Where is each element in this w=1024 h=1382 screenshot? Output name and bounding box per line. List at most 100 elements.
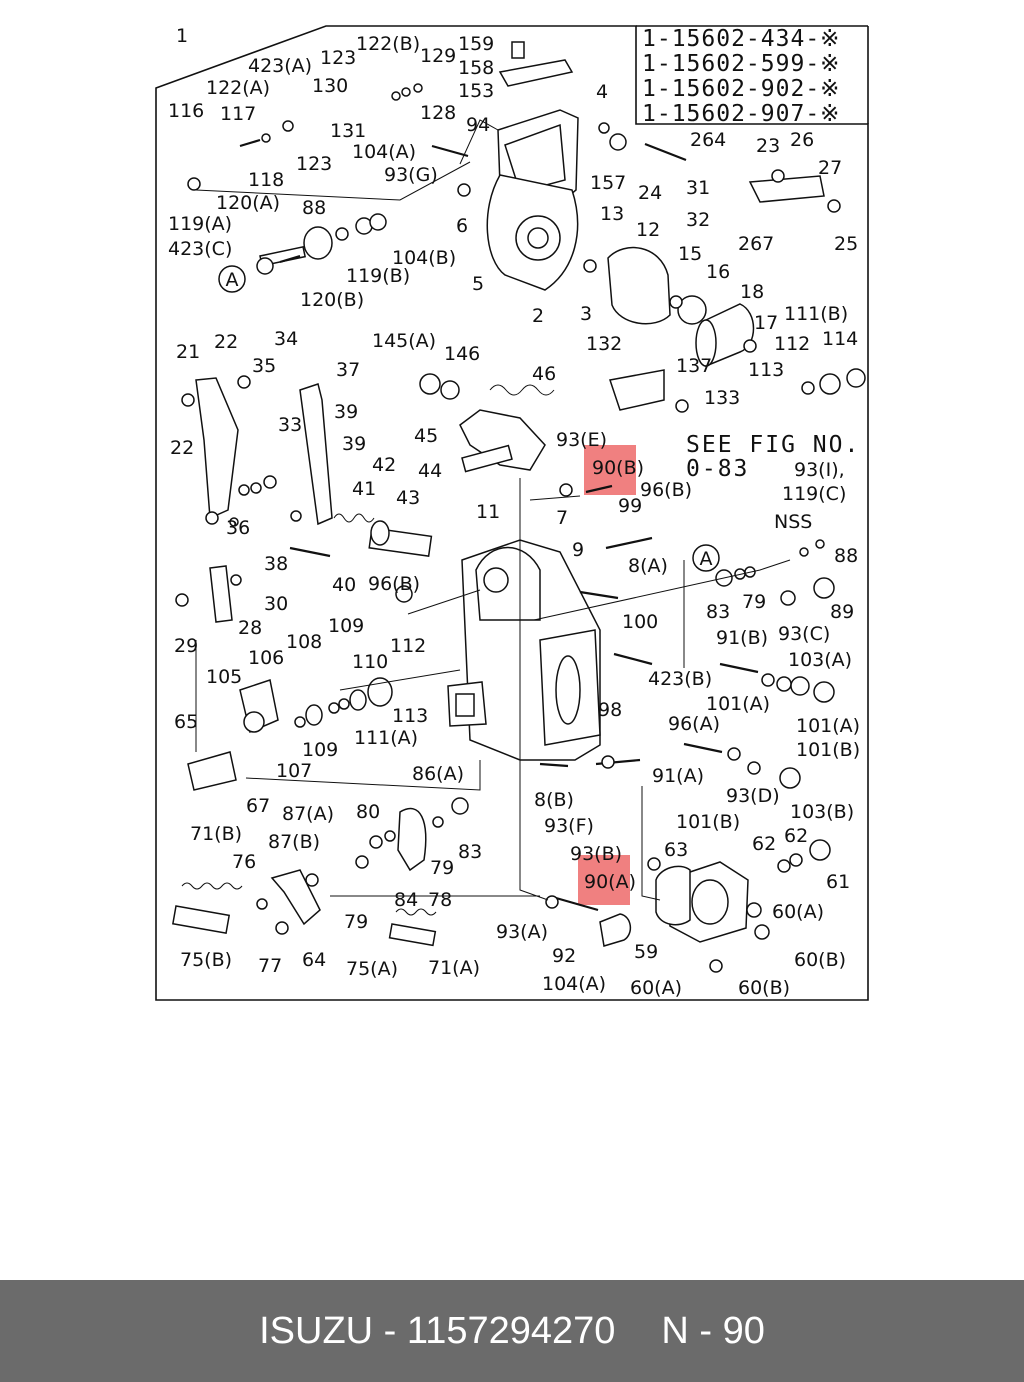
callout: 93(E)	[556, 429, 607, 451]
callout: 93(I),	[794, 459, 845, 481]
part-number-1: 1-15602-434-※	[642, 26, 840, 52]
callout-labels: 1 423(A) 123 122(B) 129 159 158 153 122(…	[168, 25, 860, 999]
callout: 11	[476, 501, 500, 523]
callout: 77	[258, 955, 282, 977]
callout: 423(C)	[168, 238, 232, 260]
callout: 41	[352, 478, 376, 500]
callout: 39	[334, 401, 358, 423]
callout: 25	[834, 233, 858, 255]
callout: 89	[830, 601, 854, 623]
callout: 28	[238, 617, 262, 639]
callout: 3	[580, 303, 592, 325]
callout: 34	[274, 328, 298, 350]
callout: 83	[706, 601, 730, 623]
callout: 146	[444, 343, 480, 365]
callout: 36	[226, 517, 250, 539]
callout: 46	[532, 363, 556, 385]
callout: 107	[276, 760, 312, 782]
callout: 93(C)	[778, 623, 830, 645]
callout: 79	[344, 911, 368, 933]
callout: 128	[420, 102, 456, 124]
callout: 118	[248, 169, 284, 191]
callout: 44	[418, 460, 442, 482]
callout: 6	[456, 215, 468, 237]
callout: 101(A)	[706, 693, 770, 715]
callout: 24	[638, 182, 662, 204]
callout: 16	[706, 261, 730, 283]
callout: 79	[742, 591, 766, 613]
callout: 122(A)	[206, 77, 270, 99]
callout: 93(A)	[496, 921, 548, 943]
callout: 30	[264, 593, 288, 615]
callout: 8(B)	[534, 789, 574, 811]
callout: 83	[458, 841, 482, 863]
callout: 38	[264, 553, 288, 575]
view-marker-a-left: A	[218, 265, 246, 293]
callout: 99	[618, 495, 642, 517]
svg-text:A: A	[226, 269, 239, 291]
callout: 4	[596, 81, 608, 103]
callout: 130	[312, 75, 348, 97]
callout: 61	[826, 871, 850, 893]
callout: 98	[598, 699, 622, 721]
callout: 17	[754, 312, 778, 334]
callout: 75(A)	[346, 958, 398, 980]
callout: 106	[248, 647, 284, 669]
callout: 60(A)	[630, 977, 682, 999]
callout: 120(B)	[300, 289, 364, 311]
callout: 76	[232, 851, 256, 873]
callout: 108	[286, 631, 322, 653]
callout: 93(D)	[726, 785, 780, 807]
callout: 79	[430, 857, 454, 879]
callout-90b: 90(B)	[592, 457, 644, 479]
callout: 129	[420, 45, 456, 67]
callout: 112	[390, 635, 426, 657]
view-marker-a-right: A	[692, 544, 720, 572]
callout: 137	[676, 355, 712, 377]
callout: 75(B)	[180, 949, 232, 971]
callout: 2	[532, 305, 544, 327]
callout: 37	[336, 359, 360, 381]
part-number-list: 1-15602-434-※ 1-15602-599-※ 1-15602-902-…	[642, 26, 840, 127]
callout: 117	[220, 103, 256, 125]
callout: 42	[372, 454, 396, 476]
part-caption-bar: ISUZU - 1157294270 N - 90	[0, 1280, 1024, 1382]
callout: 43	[396, 487, 420, 509]
callout: 27	[818, 157, 842, 179]
callout: 91(A)	[652, 765, 704, 787]
callout: 109	[302, 739, 338, 761]
callout: 119(C)	[782, 483, 846, 505]
callout: 93(B)	[570, 843, 622, 865]
callout: 15	[678, 243, 702, 265]
callout: 104(B)	[392, 247, 456, 269]
callout: 64	[302, 949, 326, 971]
brand-name: ISUZU	[259, 1309, 374, 1352]
parts-drawing	[172, 41, 866, 973]
callout: 93(F)	[544, 815, 594, 837]
callout: 133	[704, 387, 740, 409]
callout: 123	[296, 153, 332, 175]
callout: NSS	[774, 511, 812, 533]
callout: 96(A)	[668, 713, 720, 735]
callout: 12	[636, 219, 660, 241]
callout: 7	[556, 507, 568, 529]
callout: 145(A)	[372, 330, 436, 352]
callout: 88	[302, 197, 326, 219]
callout: 104(A)	[542, 973, 606, 995]
callout: 96(B)	[368, 573, 420, 595]
callout: 60(A)	[772, 901, 824, 923]
callout: 35	[252, 355, 276, 377]
part-number-3: 1-15602-902-※	[642, 76, 840, 102]
callout: 21	[176, 341, 200, 363]
exploded-parts-diagram: 1-15602-434-※ 1-15602-599-※ 1-15602-902-…	[155, 25, 869, 1001]
callout: 33	[278, 414, 302, 436]
callout: 59	[634, 941, 658, 963]
callout: 8(A)	[628, 555, 668, 577]
callout: 29	[174, 635, 198, 657]
callout: 86(A)	[412, 763, 464, 785]
svg-text:A: A	[700, 548, 713, 570]
callout: 40	[332, 574, 356, 596]
see-fig-note-line1: SEE FIG NO.	[686, 432, 860, 458]
callout: 71(B)	[190, 823, 242, 845]
diagram-reference: N - 90	[661, 1309, 765, 1352]
